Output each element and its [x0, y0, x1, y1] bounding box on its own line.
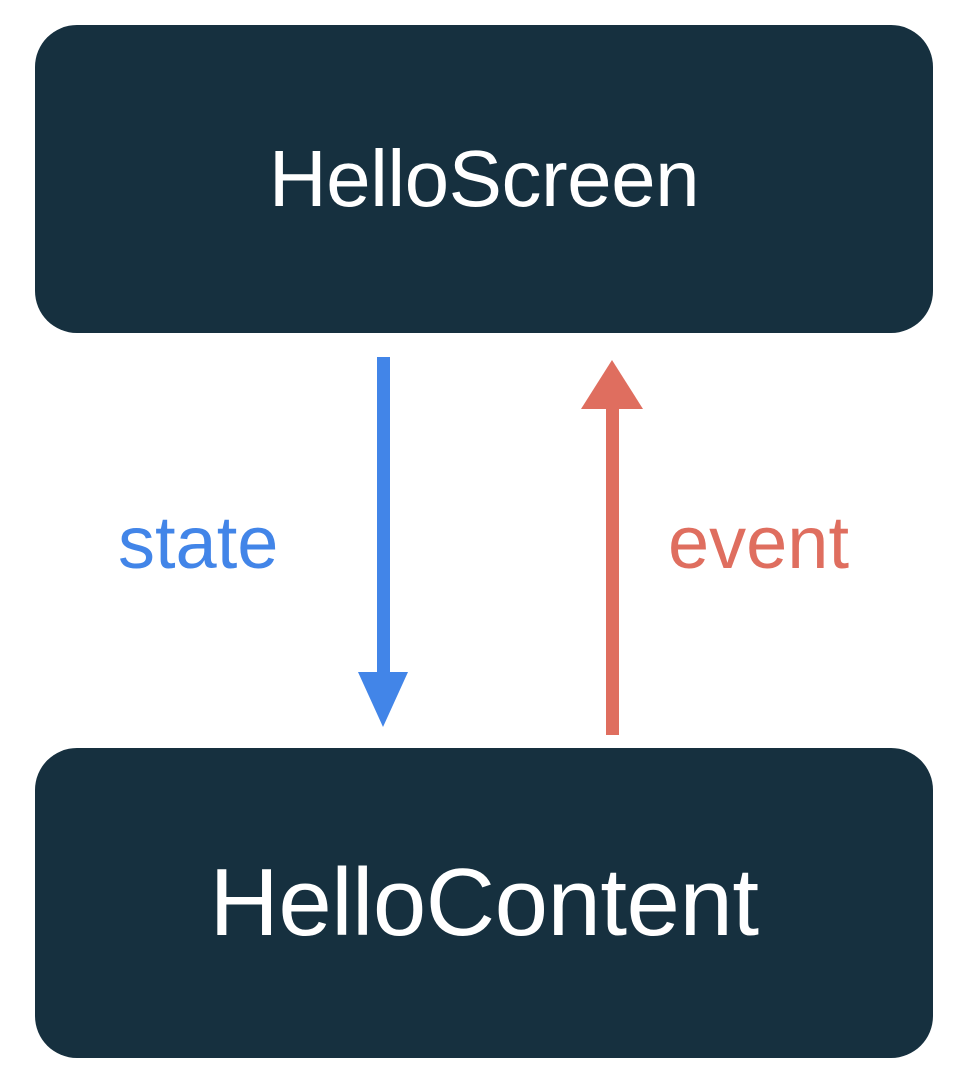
node-hello-content[interactable]: HelloContent: [35, 748, 933, 1058]
node-hello-content-label: HelloContent: [209, 849, 760, 956]
node-hello-screen[interactable]: HelloScreen: [35, 25, 933, 333]
state-arrow-down-icon: [358, 357, 408, 727]
edge-label-event: event: [668, 501, 850, 584]
node-hello-screen-label: HelloScreen: [268, 134, 700, 223]
edge-label-state: state: [118, 501, 279, 584]
event-arrow-up-icon: [581, 360, 643, 735]
